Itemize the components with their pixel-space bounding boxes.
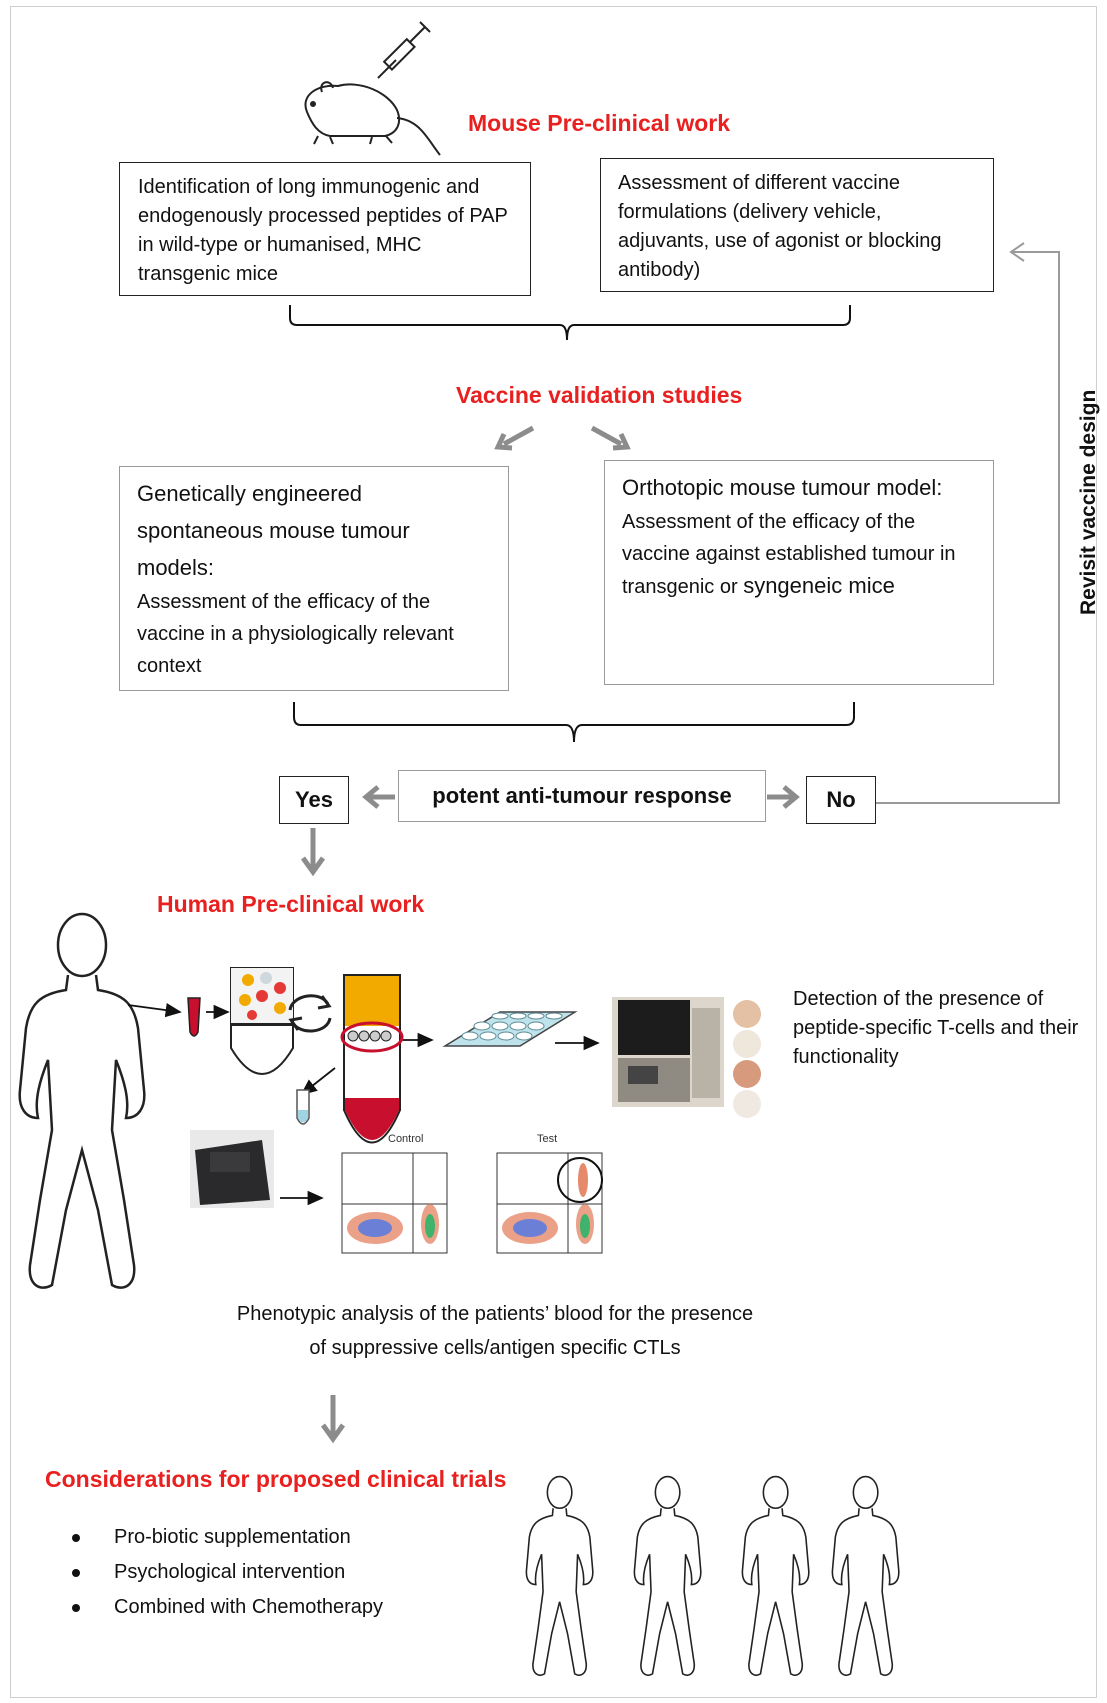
genetic-model-box: Genetically engineered spontaneous mouse… <box>119 466 509 691</box>
decision-box: potent anti-tumour response <box>398 770 766 822</box>
orthotopic-model-heading: Orthotopic mouse tumour model: <box>622 475 943 500</box>
detection-text: Detection of the presence of peptide-spe… <box>793 988 1079 1068</box>
human-preclinical-title: Human Pre-clinical work <box>157 891 425 917</box>
validation-title: Vaccine validation studies <box>456 382 743 408</box>
yes-label: Yes <box>295 787 333 812</box>
list-item: Psychological intervention <box>72 1555 383 1590</box>
genetic-model-body: Assessment of the efficacy of the vaccin… <box>137 591 454 677</box>
flow-cytometer-image <box>190 1130 274 1208</box>
orthotopic-model-body: Assessment of the efficacy of the vaccin… <box>622 511 956 598</box>
list-item: Pro-biotic supplementation <box>72 1520 383 1555</box>
orthotopic-model-box: Orthotopic mouse tumour model: Assessmen… <box>604 460 994 685</box>
ficoll-tube-icon <box>340 974 404 1144</box>
top-brace <box>289 305 851 341</box>
mouse-icon <box>304 81 441 156</box>
assessment-box: Assessment of different vaccine formulat… <box>600 158 994 292</box>
no-label: No <box>826 787 856 812</box>
mouse-preclinical-title: Mouse Pre-clinical work <box>468 110 731 136</box>
split-arrows <box>494 425 631 451</box>
considerations-title: Considerations for proposed clinical tri… <box>45 1466 507 1492</box>
revisit-vaccine-design-label: Revisit vaccine design <box>1077 389 1100 615</box>
no-box: No <box>806 776 876 824</box>
human-figure-icon <box>18 912 146 1289</box>
assessment-text: Assessment of different vaccine formulat… <box>618 172 942 281</box>
phenotypic-analysis-text: Phenotypic analysis of the patients’ blo… <box>236 1303 754 1359</box>
separation-tube-icon <box>230 967 294 1075</box>
genetic-model-heading: Genetically engineered spontaneous mouse… <box>137 481 410 580</box>
patients-group-icon <box>525 1475 900 1676</box>
elispot-reader-image <box>612 997 724 1107</box>
test-plot-label: Test <box>537 1133 558 1145</box>
considerations-list: Pro-biotic supplementation Psychological… <box>72 1520 383 1625</box>
identification-box: Identification of long immunogenic and e… <box>119 162 531 296</box>
identification-text: Identification of long immunogenic and e… <box>138 176 508 285</box>
yes-no-arrows <box>300 785 800 877</box>
blood-tube-icon <box>187 997 201 1037</box>
decision-question: potent anti-tumour response <box>432 783 732 808</box>
rotate-icon <box>288 994 332 1033</box>
test-facs-plot <box>496 1152 603 1254</box>
syringe-icon <box>377 21 431 79</box>
list-item: Combined with Chemotherapy <box>72 1590 383 1625</box>
control-facs-plot <box>341 1152 448 1254</box>
down-arrow <box>320 1395 346 1444</box>
orthotopic-model-body-end: syngeneic mice <box>743 573 895 598</box>
yes-box: Yes <box>279 776 349 824</box>
control-plot-label: Control <box>388 1133 424 1145</box>
figure-frame <box>10 6 1097 1698</box>
elispot-plate-icon <box>442 1011 578 1047</box>
revisit-loop <box>876 242 1060 804</box>
sample-tube-icon <box>296 1089 310 1125</box>
middle-brace <box>293 702 855 743</box>
elispot-wells-image <box>733 1000 761 1118</box>
